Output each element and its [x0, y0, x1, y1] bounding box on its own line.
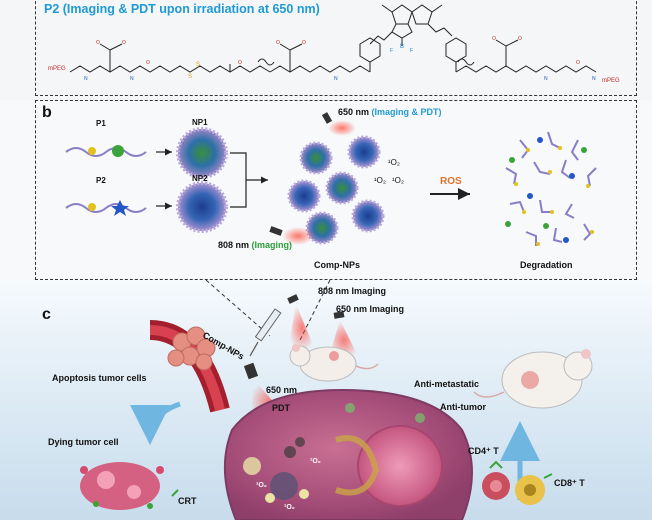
np1-particle	[176, 127, 228, 179]
np2-label: NP2	[192, 174, 208, 183]
svg-text:N: N	[84, 76, 88, 82]
svg-text:S: S	[196, 62, 200, 68]
svg-text:N: N	[544, 76, 548, 82]
laser-808-wavelength: 808 nm	[218, 240, 250, 250]
singlet-oxygen-2: ¹O₂	[374, 176, 386, 185]
syringe-icon	[249, 308, 282, 357]
mouse-imaging	[289, 344, 379, 382]
svg-text:N: N	[130, 76, 134, 82]
peg-right-label: mPEG	[602, 78, 620, 84]
bodipy-core	[381, 4, 443, 46]
dying-tumor-cell	[80, 462, 179, 510]
imaging-650-label: 650 nm Imaging	[336, 304, 405, 314]
degradation-label: Degradation	[520, 260, 573, 270]
svg-text:O: O	[96, 40, 100, 46]
pdt-wavelength-label: 650 nm	[266, 385, 298, 395]
svg-text:O: O	[302, 40, 306, 46]
panel-a	[0, 0, 652, 100]
degradation-fragments	[505, 131, 597, 246]
panel-c-label: c	[42, 306, 51, 323]
svg-text:S: S	[188, 74, 192, 80]
np1-label: NP1	[192, 118, 208, 127]
svg-text:O: O	[238, 60, 242, 66]
cd8-label: CD8⁺ T	[554, 478, 585, 488]
anti-tumor-label: Anti-tumor	[440, 402, 486, 412]
crt-label: CRT	[178, 496, 197, 506]
laser-650-wavelength: 650 nm	[338, 107, 370, 117]
laser-650-purpose: (Imaging & PDT)	[371, 107, 442, 117]
ros-label: ROS	[440, 176, 462, 187]
panel-a-title: P2 (Imaging & PDT upon irradiation at 65…	[44, 2, 320, 16]
laser-650-icon	[321, 112, 356, 136]
p2-chemical-structure: B F F S S O O O O O O O O O N N	[69, 4, 597, 82]
laser-808-icon	[269, 226, 314, 245]
svg-text:O: O	[576, 60, 580, 66]
anti-metastatic-label: Anti-metastatic	[414, 379, 480, 389]
cell-singlet-oxygen-1: ¹O₂	[310, 458, 321, 465]
np2-particle	[176, 181, 228, 233]
pdt-label: PDT	[272, 403, 290, 413]
svg-text:O: O	[122, 40, 126, 46]
svg-text:O: O	[276, 40, 280, 46]
svg-text:B: B	[400, 44, 404, 50]
peg-left-label: mPEG	[48, 66, 66, 72]
dying-cell-label: Dying tumor cell	[48, 437, 119, 447]
cd4-t-cell	[482, 460, 510, 500]
singlet-oxygen-1: ¹O₂	[388, 158, 400, 167]
comp-nps-label: Comp-NPs	[314, 260, 361, 270]
mouse-anti-tumor	[473, 349, 593, 409]
svg-text:F: F	[390, 48, 393, 54]
panel-b-label: b	[42, 104, 52, 121]
tumor-cell	[223, 388, 473, 520]
tumor-cluster	[167, 326, 216, 371]
cd8-t-cell	[515, 473, 553, 505]
panel-b-frame	[35, 100, 637, 280]
polymer-p2	[65, 203, 147, 213]
p1-label: P1	[96, 119, 106, 128]
polymer-p1	[65, 147, 147, 157]
comp-nps-cluster	[287, 135, 385, 245]
svg-text:O: O	[518, 36, 522, 42]
apoptosis-label: Apoptosis tumor cells	[52, 373, 147, 383]
svg-text:O: O	[492, 36, 496, 42]
laser-650-label: 650 nm (Imaging & PDT)	[338, 107, 442, 117]
panel-a-frame	[35, 0, 637, 96]
p2-label: P2	[96, 176, 106, 185]
cd4-label: CD4⁺ T	[468, 446, 499, 456]
cell-singlet-oxygen-3: ¹O₂	[284, 504, 295, 511]
imaging-808-label: 808 nm Imaging	[318, 286, 387, 296]
cell-singlet-oxygen-2: ¹O₂	[256, 482, 267, 489]
svg-text:O: O	[146, 60, 150, 66]
laser-808-purpose: (Imaging)	[251, 240, 293, 250]
svg-text:N: N	[592, 76, 596, 82]
laser-808-label: 808 nm (Imaging)	[218, 240, 292, 250]
arrow-to-dying-cell	[130, 401, 181, 445]
svg-text:F: F	[410, 48, 413, 54]
singlet-oxygen-3: ¹O₂	[392, 176, 404, 185]
svg-text:N: N	[334, 76, 338, 82]
